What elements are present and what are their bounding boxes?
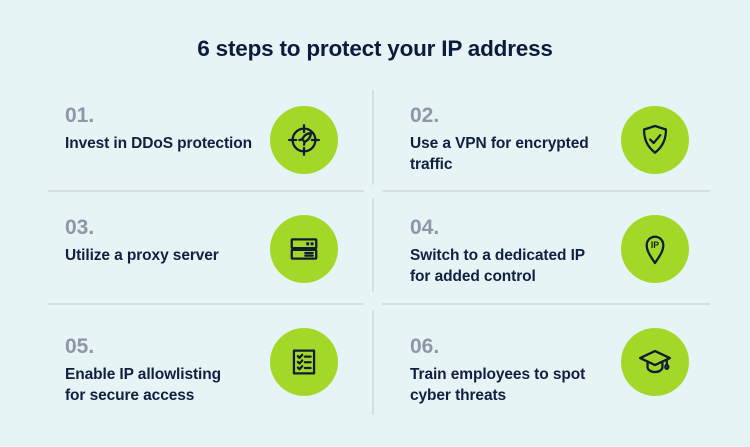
step-text-4: 04. Switch to a dedicated IP for added c… (410, 215, 585, 287)
step-card-3: 03. Utilize a proxy server (0, 191, 373, 304)
step-label: Utilize a proxy server (65, 247, 219, 265)
step-number: 03. (65, 216, 95, 239)
step-text-6: 06. Train employees to spot cyber threat… (410, 334, 585, 406)
dedicated-ip-pin-icon: IP (621, 215, 689, 283)
divider-row2-right (382, 303, 710, 305)
step-card-1: 01. Invest in DDoS protection (0, 90, 373, 191)
step-number: 02. (410, 104, 440, 127)
step-card-4: 04. Switch to a dedicated IP for added c… (373, 191, 750, 304)
step-number: 06. (410, 335, 440, 358)
divider-col-row1 (372, 90, 374, 185)
allowlist-checklist-icon (270, 328, 338, 396)
divider-row1-left (48, 190, 364, 192)
graduation-cap-icon (621, 328, 689, 396)
step-card-6: 06. Train employees to spot cyber threat… (373, 304, 750, 426)
divider-row1-right (382, 190, 710, 192)
step-card-2: 02. Use a VPN for encrypted traffic (373, 90, 750, 191)
divider-col-row3 (372, 310, 374, 415)
vpn-shield-check-icon (621, 106, 689, 174)
divider-col-row2 (372, 198, 374, 292)
page-title: 6 steps to protect your IP address (197, 36, 553, 61)
step-number: 05. (65, 335, 95, 358)
step-label: Use a VPN for encrypted traffic (410, 135, 589, 173)
step-label: Enable IP allowlisting for secure access (65, 366, 221, 404)
pin-ip-text: IP (651, 240, 659, 250)
step-label: Invest in DDoS protection (65, 135, 252, 153)
divider-row2-left (48, 303, 364, 305)
ddos-target-rocket-icon (270, 106, 338, 174)
step-text-1: 01. Invest in DDoS protection (65, 103, 252, 155)
step-text-3: 03. Utilize a proxy server (65, 215, 219, 267)
step-number: 04. (410, 216, 440, 239)
step-label: Train employees to spot cyber threats (410, 366, 586, 404)
step-number: 01. (65, 104, 95, 127)
step-text-2: 02. Use a VPN for encrypted traffic (410, 103, 589, 175)
proxy-server-icon (270, 215, 338, 283)
step-card-5: 05. Enable IP allowlisting for secure ac… (0, 304, 373, 426)
step-text-5: 05. Enable IP allowlisting for secure ac… (65, 334, 221, 406)
step-label: Switch to a dedicated IP for added contr… (410, 247, 586, 285)
